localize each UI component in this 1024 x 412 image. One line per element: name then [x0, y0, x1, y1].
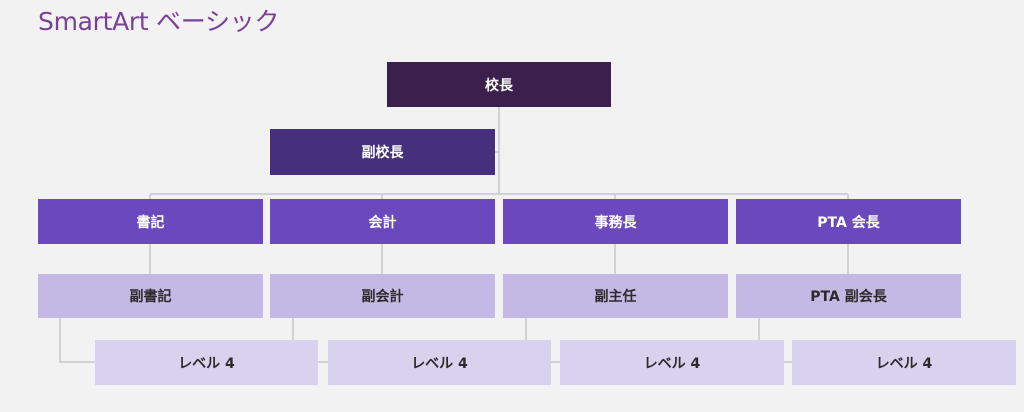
node-level4-4[interactable]: レベル 4: [792, 340, 1016, 385]
node-level4-3[interactable]: レベル 4: [560, 340, 784, 385]
node-director[interactable]: 事務長: [503, 199, 728, 244]
connector-level4-1: [59, 318, 95, 363]
node-vice-accounting[interactable]: 副会計: [270, 274, 495, 318]
node-level4-1[interactable]: レベル 4: [95, 340, 318, 385]
node-level4-2[interactable]: レベル 4: [328, 340, 551, 385]
node-vice-director[interactable]: 副主任: [503, 274, 728, 318]
node-vice-secretary[interactable]: 副書記: [38, 274, 263, 318]
diagram-title: SmartArt ベーシック: [38, 7, 280, 36]
node-secretary[interactable]: 書記: [38, 199, 263, 244]
node-pta-vice-president[interactable]: PTA 副会長: [736, 274, 961, 318]
node-principal[interactable]: 校長: [387, 62, 611, 107]
node-accounting[interactable]: 会計: [270, 199, 495, 244]
node-pta-president[interactable]: PTA 会長: [736, 199, 961, 244]
node-vice-principal[interactable]: 副校長: [270, 129, 495, 175]
